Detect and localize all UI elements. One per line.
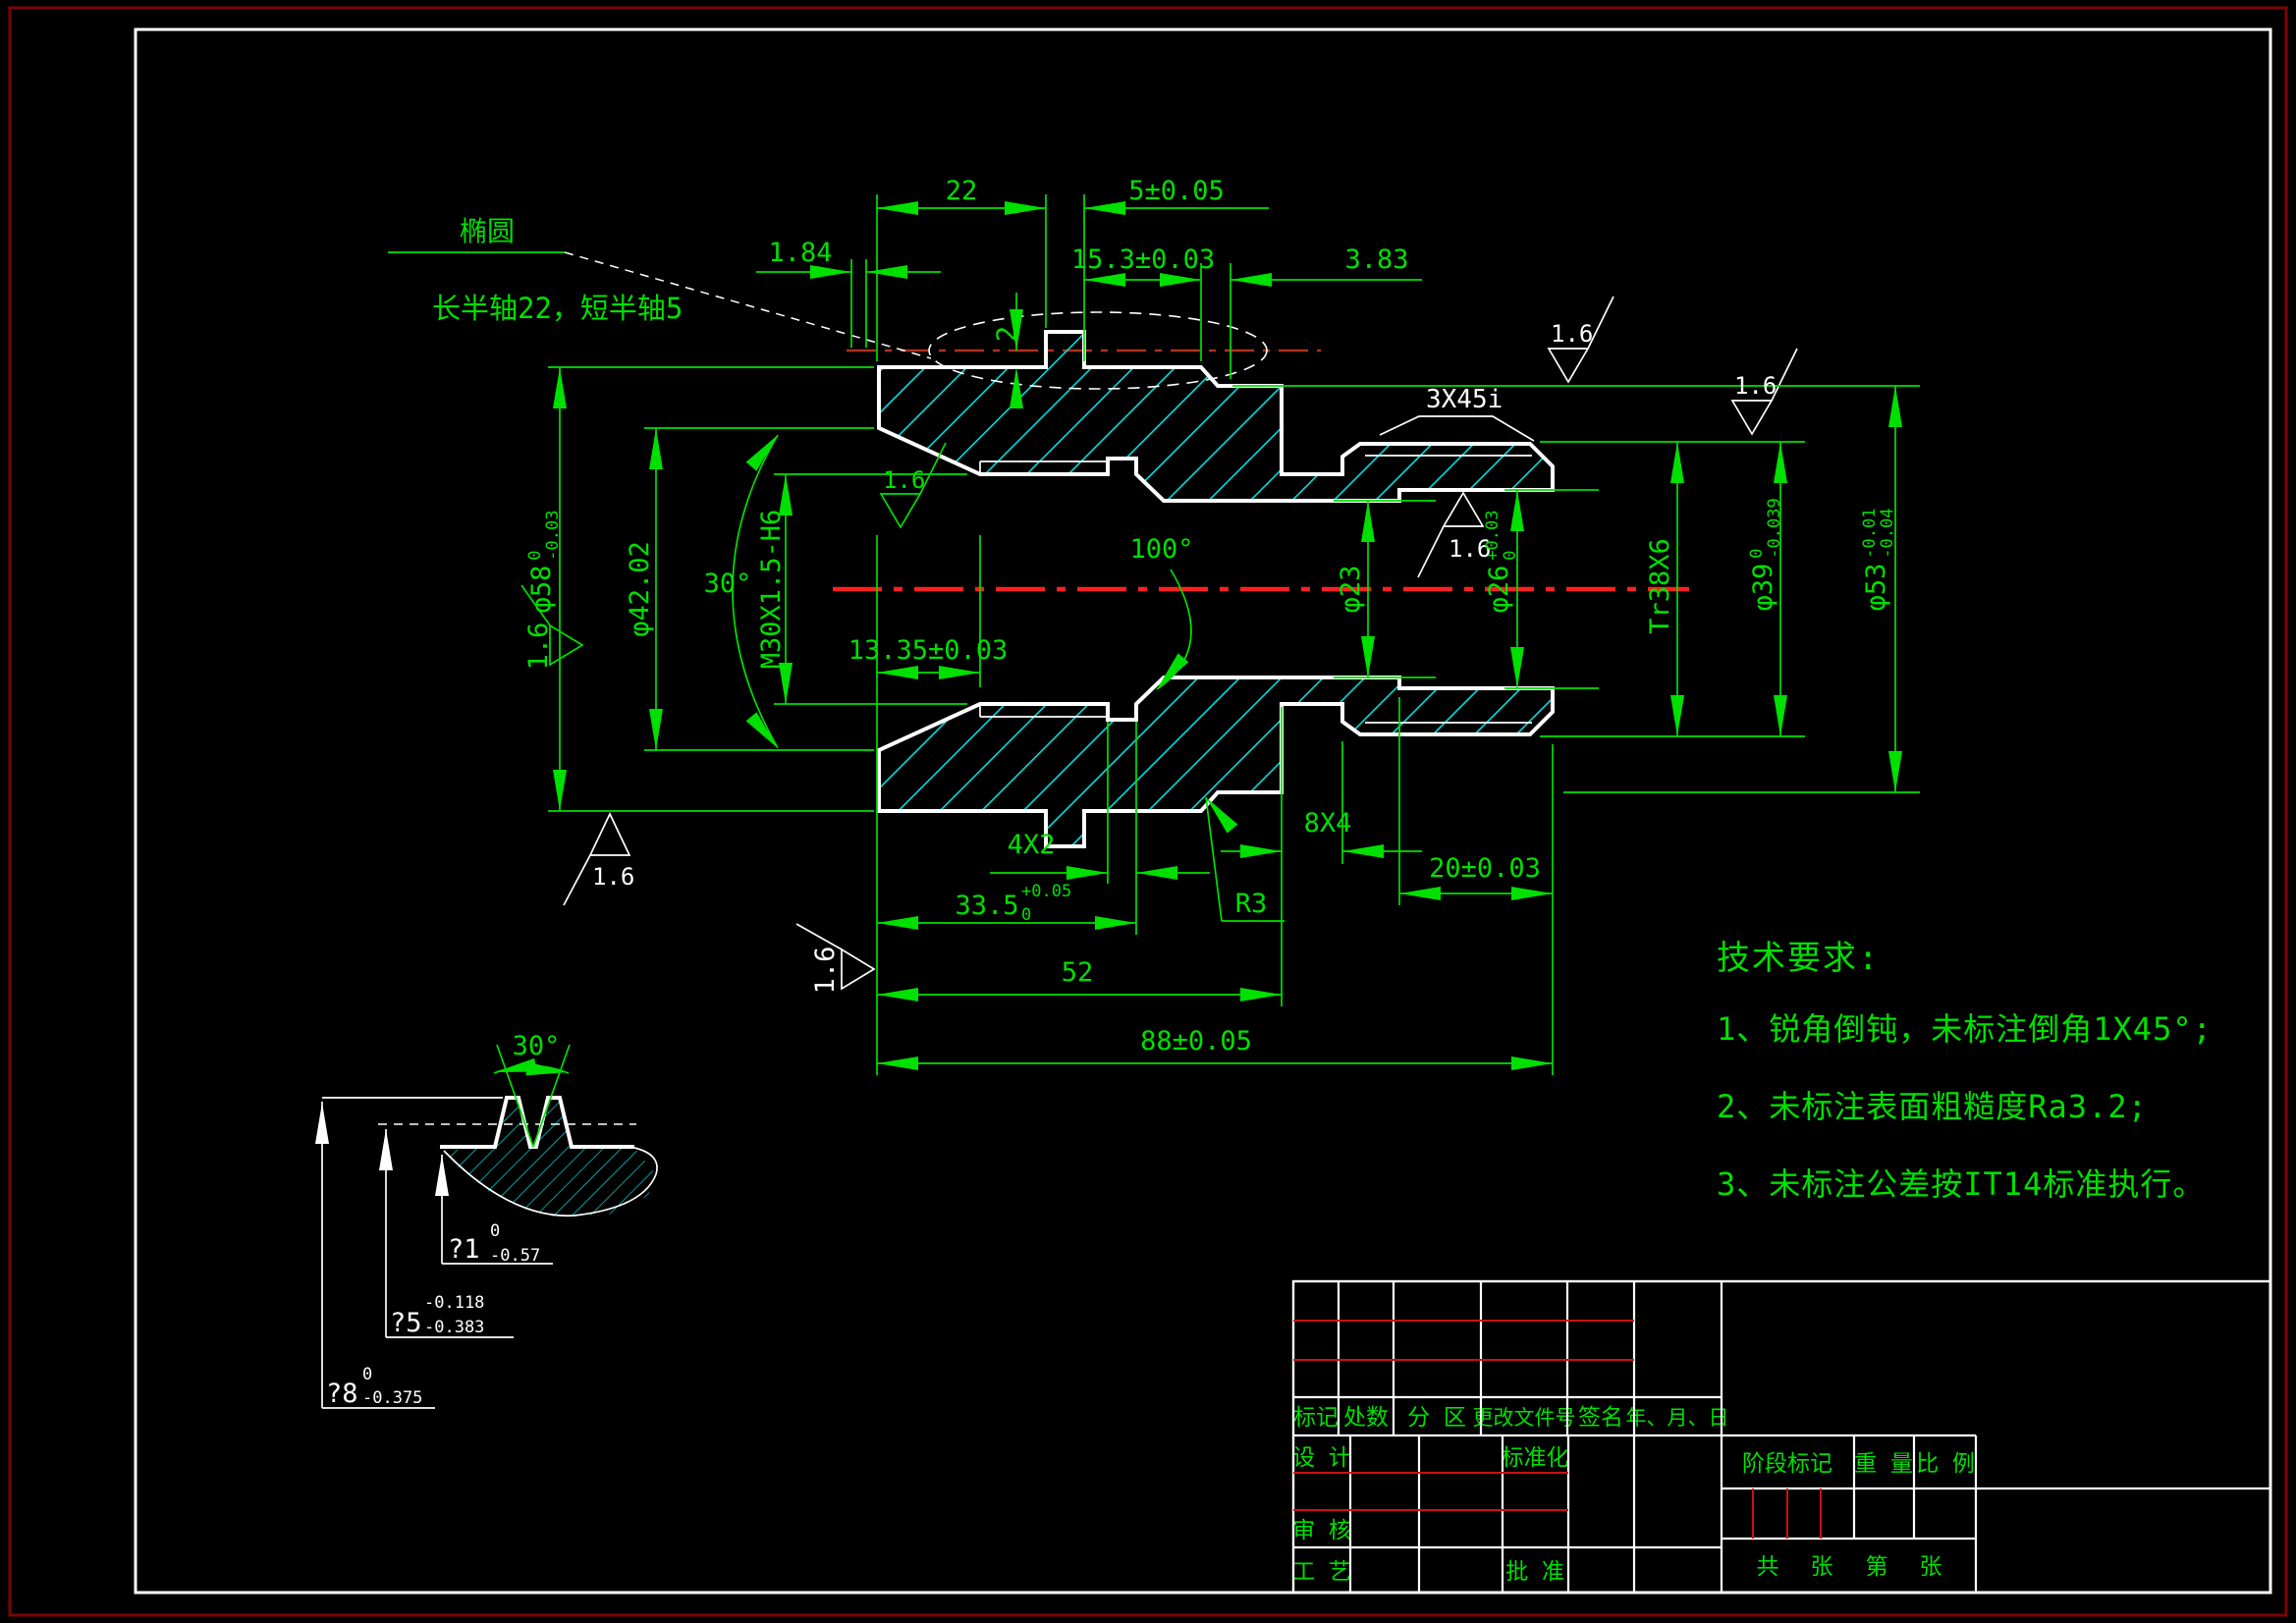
svg-text:0: 0	[1021, 905, 1031, 925]
svg-text:1.6: 1.6	[523, 622, 554, 671]
svg-text:1.6: 1.6	[810, 947, 841, 995]
svg-text:5±0.05: 5±0.05	[1128, 176, 1225, 206]
technical-requirements: 技术要求: 1、锐角倒钝，未标注倒角1X45°; 2、未标注表面粗糙度Ra3.2…	[1717, 931, 2213, 1237]
svg-text:100°: 100°	[1129, 534, 1193, 565]
svg-text:分 区: 分 区	[1407, 1405, 1466, 1431]
svg-text:φ53: φ53	[1861, 564, 1891, 612]
svg-text:1.6: 1.6	[1449, 535, 1491, 563]
svg-text:0: 0	[362, 1365, 372, 1384]
svg-text:3.83: 3.83	[1344, 244, 1408, 275]
svg-text:-0.03: -0.03	[543, 511, 563, 561]
svg-text:标准化: 标准化	[1502, 1445, 1569, 1471]
svg-text:处数: 处数	[1343, 1405, 1389, 1431]
svg-text:2: 2	[992, 326, 1022, 342]
vdim-φ58: φ58 0-0.03	[525, 511, 563, 614]
svg-text:33.5: 33.5	[955, 891, 1018, 921]
svg-text:22: 22	[946, 176, 978, 206]
svg-text:比 例: 比 例	[1916, 1451, 1975, 1477]
tech-req-item-3: 3、未标注公差按IT14标准执行。	[1717, 1165, 2206, 1203]
svg-text:+0.05: +0.05	[1021, 882, 1071, 901]
svg-text:批 准: 批 准	[1505, 1559, 1564, 1585]
ellipse-axes-label: 长半轴22，短半轴5	[432, 292, 683, 325]
vdim-M30X1.5-H6: M30X1.5-H6	[756, 510, 787, 670]
svg-text:R3: R3	[1235, 889, 1268, 919]
dimension-texts: 22 5±0.05 1.84 15.3±0.03 3.83 13.35±0.03 100° 3…	[513, 176, 1975, 1585]
svg-text:88±0.05: 88±0.05	[1140, 1026, 1252, 1056]
svg-text:0: 0	[525, 550, 545, 560]
svg-text:M30X1.5-H6: M30X1.5-H6	[756, 510, 787, 670]
svg-text:张: 张	[1811, 1554, 1833, 1580]
svg-text:φ58: φ58	[526, 566, 557, 614]
svg-text:1.84: 1.84	[768, 238, 832, 268]
vdim-φ23: φ23	[1336, 566, 1366, 614]
svg-text:标记: 标记	[1293, 1405, 1339, 1431]
svg-text:1.6: 1.6	[883, 466, 925, 494]
svg-text:13.35±0.03: 13.35±0.03	[848, 635, 1009, 666]
svg-text:1.6: 1.6	[592, 863, 634, 891]
svg-text:1.6: 1.6	[1734, 372, 1777, 400]
tech-req-title: 技术要求:	[1717, 939, 1881, 978]
vdim-2: 2	[992, 326, 1022, 342]
svg-text:0: 0	[1747, 548, 1767, 558]
svg-text:φ42.02: φ42.02	[625, 541, 655, 637]
svg-text:4X2: 4X2	[1008, 830, 1056, 860]
svg-text:张: 张	[1920, 1554, 1942, 1580]
svg-text:?5: ?5	[390, 1308, 422, 1338]
vdim-φ26: φ26 +0.030	[1483, 511, 1520, 614]
svg-text:更改文件号: 更改文件号	[1473, 1406, 1576, 1430]
tech-req-item-2: 2、未标注表面粗糙度Ra3.2;	[1717, 1088, 2148, 1125]
svg-text:-0.118: -0.118	[424, 1293, 484, 1313]
part-geometry	[321, 251, 1798, 1409]
vdim-1.6: 1.6	[523, 622, 554, 671]
svg-text:-0.57: -0.57	[490, 1246, 540, 1266]
svg-text:审 核: 审 核	[1292, 1518, 1351, 1543]
svg-text:阶段标记: 阶段标记	[1742, 1451, 1832, 1477]
svg-text:30°: 30°	[513, 1031, 561, 1061]
svg-text:8X4: 8X4	[1304, 808, 1352, 839]
svg-text:共: 共	[1757, 1554, 1779, 1580]
svg-text:Tr38X6: Tr38X6	[1645, 538, 1675, 634]
svg-text:1.6: 1.6	[1551, 320, 1593, 348]
dimension-lines	[388, 194, 1920, 1148]
vdim-φ53: φ53 -0.01-0.04	[1860, 509, 1897, 612]
svg-text:0: 0	[1501, 550, 1520, 560]
tech-req-item-1: 1、锐角倒钝，未标注倒角1X45°;	[1717, 1010, 2213, 1048]
svg-text:第: 第	[1866, 1554, 1888, 1580]
svg-text:-0.383: -0.383	[424, 1318, 484, 1337]
svg-text:年、月、日: 年、月、日	[1626, 1406, 1729, 1430]
svg-text:30°: 30°	[704, 568, 752, 599]
svg-text:工 艺: 工 艺	[1292, 1559, 1351, 1585]
svg-text:-0.039: -0.039	[1765, 498, 1784, 558]
svg-text:φ26: φ26	[1484, 566, 1514, 614]
vdim-Tr38X6: Tr38X6	[1645, 538, 1675, 634]
vdim-φ42.02: φ42.02	[625, 541, 655, 637]
svg-text:-0.375: -0.375	[362, 1388, 422, 1408]
dimension-arrows	[315, 201, 1902, 1196]
vdim-φ39: φ39 0-0.039	[1747, 498, 1784, 611]
svg-text:设 计: 设 计	[1292, 1445, 1351, 1471]
ellipse-label: 椭圆	[460, 215, 516, 247]
svg-text:φ23: φ23	[1336, 566, 1366, 614]
vdim-1.6: 1.6	[810, 947, 841, 995]
svg-text:-0.01: -0.01	[1860, 509, 1880, 559]
svg-text:签名: 签名	[1578, 1405, 1623, 1431]
svg-text:φ39: φ39	[1748, 564, 1778, 612]
svg-text:重 量: 重 量	[1854, 1451, 1913, 1477]
title-block	[1291, 1279, 2272, 1595]
svg-text:+0.03: +0.03	[1483, 511, 1503, 561]
svg-text:3X45i: 3X45i	[1426, 385, 1503, 414]
svg-text:?1: ?1	[448, 1234, 480, 1265]
svg-text:?8: ?8	[326, 1379, 358, 1409]
svg-text:20±0.03: 20±0.03	[1429, 853, 1541, 884]
svg-text:15.3±0.03: 15.3±0.03	[1071, 244, 1215, 275]
svg-text:-0.04: -0.04	[1878, 509, 1897, 559]
drawing-frame	[8, 6, 2288, 1617]
svg-text:52: 52	[1062, 957, 1094, 988]
svg-text:0: 0	[490, 1221, 500, 1241]
